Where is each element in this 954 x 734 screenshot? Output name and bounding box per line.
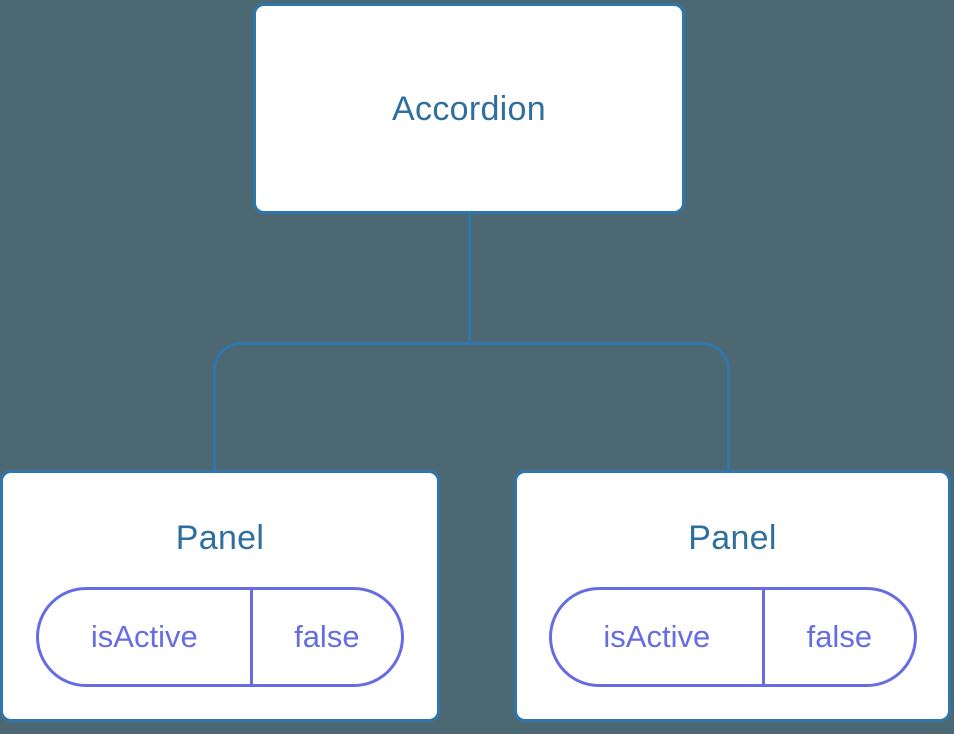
state-value-left: false xyxy=(249,590,401,684)
accordion-node-label: Accordion xyxy=(392,89,546,128)
state-pill-right: isActive false xyxy=(548,587,917,687)
state-pill-left: isActive false xyxy=(36,587,404,687)
state-value-right: false xyxy=(762,590,913,684)
state-name-left: isActive xyxy=(90,619,198,654)
connector-stem xyxy=(468,214,471,344)
component-node-accordion: Accordion xyxy=(253,3,685,214)
component-node-panel-left: Panel isActive false xyxy=(0,470,440,722)
panel-right-label: Panel xyxy=(688,519,777,557)
component-node-panel-right: Panel isActive false xyxy=(514,470,951,722)
panel-left-label: Panel xyxy=(175,519,265,557)
state-name-right: isActive xyxy=(603,619,711,654)
connector-bracket xyxy=(213,342,730,470)
